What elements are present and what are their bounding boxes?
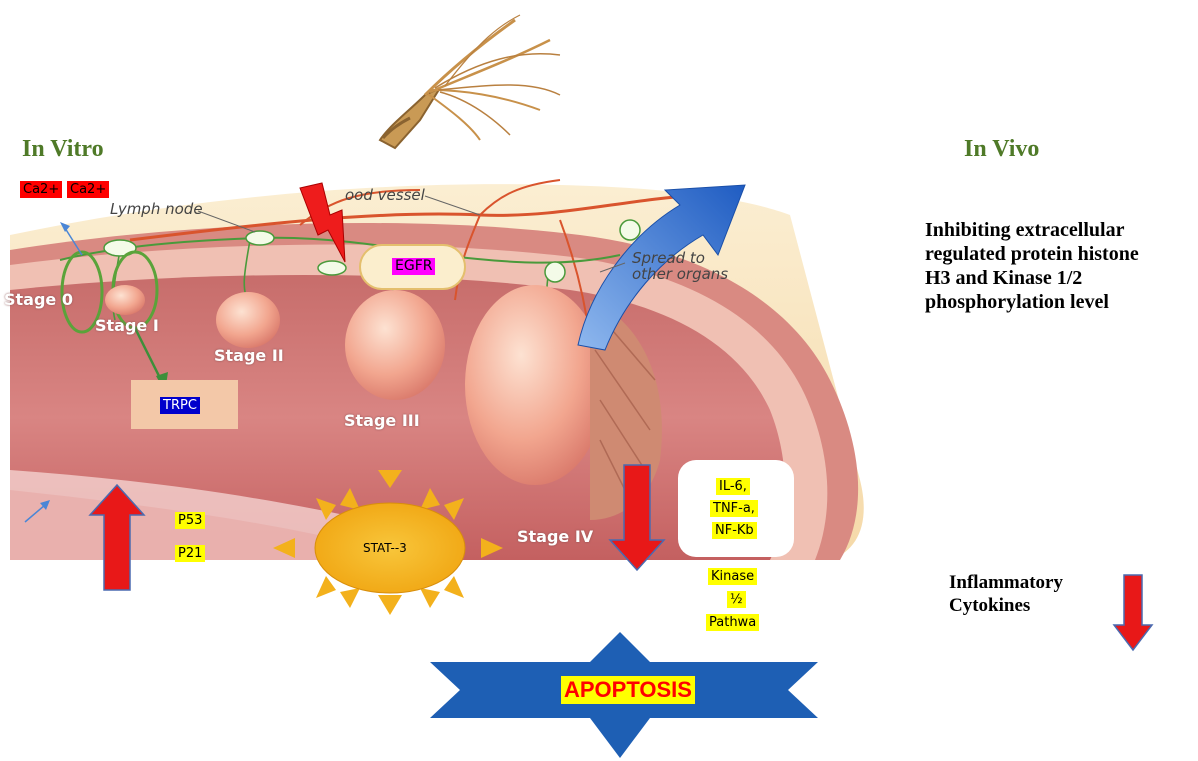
inflammatory-down-arrow-icon [1114, 575, 1152, 650]
p53-label: P53 [175, 512, 205, 529]
kinase-half-label: ½ [727, 591, 746, 608]
stage-2-label: Stage II [214, 346, 284, 365]
tnf-label: TNF-a, [710, 500, 758, 517]
in-vitro-title: In Vitro [22, 136, 104, 163]
apoptosis-label: APOPTOSIS [561, 676, 695, 704]
blood-vessel-label: ood vessel [345, 186, 425, 204]
stage-4-label: Stage IV [517, 527, 593, 546]
lymph-node-label: Lymph node [110, 200, 203, 218]
stage-3-label: Stage III [344, 411, 420, 430]
in-vivo-title: In Vivo [964, 136, 1039, 163]
p21-label: P21 [175, 545, 205, 562]
nfkb-label: NF-Kb [712, 522, 757, 539]
in-vivo-line-4: phosphorylation level [925, 290, 1139, 314]
stat3-label: STAT--3 [360, 540, 410, 557]
inflammatory-cytokines-label: Inflammatory Cytokines [949, 571, 1063, 617]
in-vivo-line-2: regulated protein histone [925, 242, 1139, 266]
inflammatory-line-1: Inflammatory [949, 571, 1063, 594]
in-vivo-line-1: Inhibiting extracellular [925, 218, 1139, 242]
ginseng-root-icon [380, 15, 560, 148]
in-vivo-line-3: H3 and Kinase 1/2 [925, 266, 1139, 290]
stage-1-label: Stage I [95, 316, 159, 335]
kinase-label: Kinase [708, 568, 757, 585]
calcium-label-2: Ca2+ [67, 181, 109, 198]
calcium-label-1: Ca2+ [20, 181, 62, 198]
egfr-label: EGFR [392, 258, 435, 275]
inflammatory-line-2: Cytokines [949, 594, 1063, 617]
stage-0-label: Stage 0 [4, 290, 73, 309]
pathway-label: Pathwa [706, 614, 759, 631]
trpc-label: TRPC [160, 397, 200, 414]
in-vivo-description: Inhibiting extracellular regulated prote… [925, 218, 1139, 314]
il6-label: IL-6, [716, 478, 750, 495]
spread-label-line-2: other organs [632, 265, 728, 283]
